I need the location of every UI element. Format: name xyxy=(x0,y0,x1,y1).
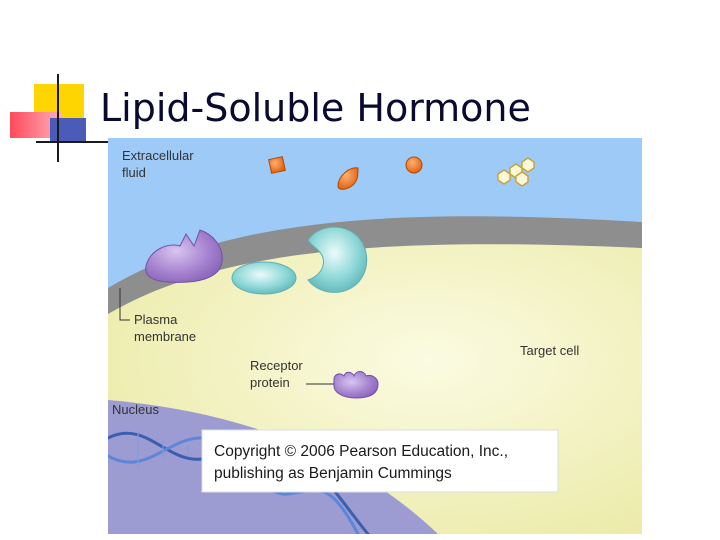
label-extracellular-line1: Extracellular xyxy=(122,148,194,163)
title-decoration-blue-square xyxy=(50,118,86,142)
receptor-protein-notched xyxy=(145,229,223,283)
label-plasma-line2: membrane xyxy=(134,329,196,344)
label-extracellular-line2: fluid xyxy=(122,165,146,180)
hormone-diagram: Extracellular fluid Plasma membrane Rece… xyxy=(108,138,642,534)
channel-protein-oval xyxy=(231,261,297,295)
title-decoration-vertical-line xyxy=(57,74,59,162)
hormone-square-icon xyxy=(268,156,286,174)
title-decoration-horizontal-line xyxy=(36,141,114,143)
copyright-line2: publishing as Benjamin Cummings xyxy=(214,465,452,482)
steroid-hormone-icon xyxy=(497,157,535,187)
copyright-line1: Copyright © 2006 Pearson Education, Inc.… xyxy=(214,443,508,460)
label-plasma-line1: Plasma xyxy=(134,312,178,327)
hormone-drop-icon xyxy=(337,167,359,190)
copyright-box xyxy=(201,429,559,493)
label-receptor-line1: Receptor xyxy=(250,358,303,373)
label-nucleus: Nucleus xyxy=(112,402,159,417)
hormone-circle-icon xyxy=(405,156,423,174)
label-target-cell: Target cell xyxy=(520,343,579,358)
label-receptor-line2: protein xyxy=(250,375,290,390)
intracellular-receptor-protein xyxy=(333,371,379,399)
channel-protein-crescent xyxy=(307,226,368,293)
slide-title: Lipid-Soluble Hormone xyxy=(100,86,531,130)
plasma-membrane-pointer xyxy=(119,288,130,321)
